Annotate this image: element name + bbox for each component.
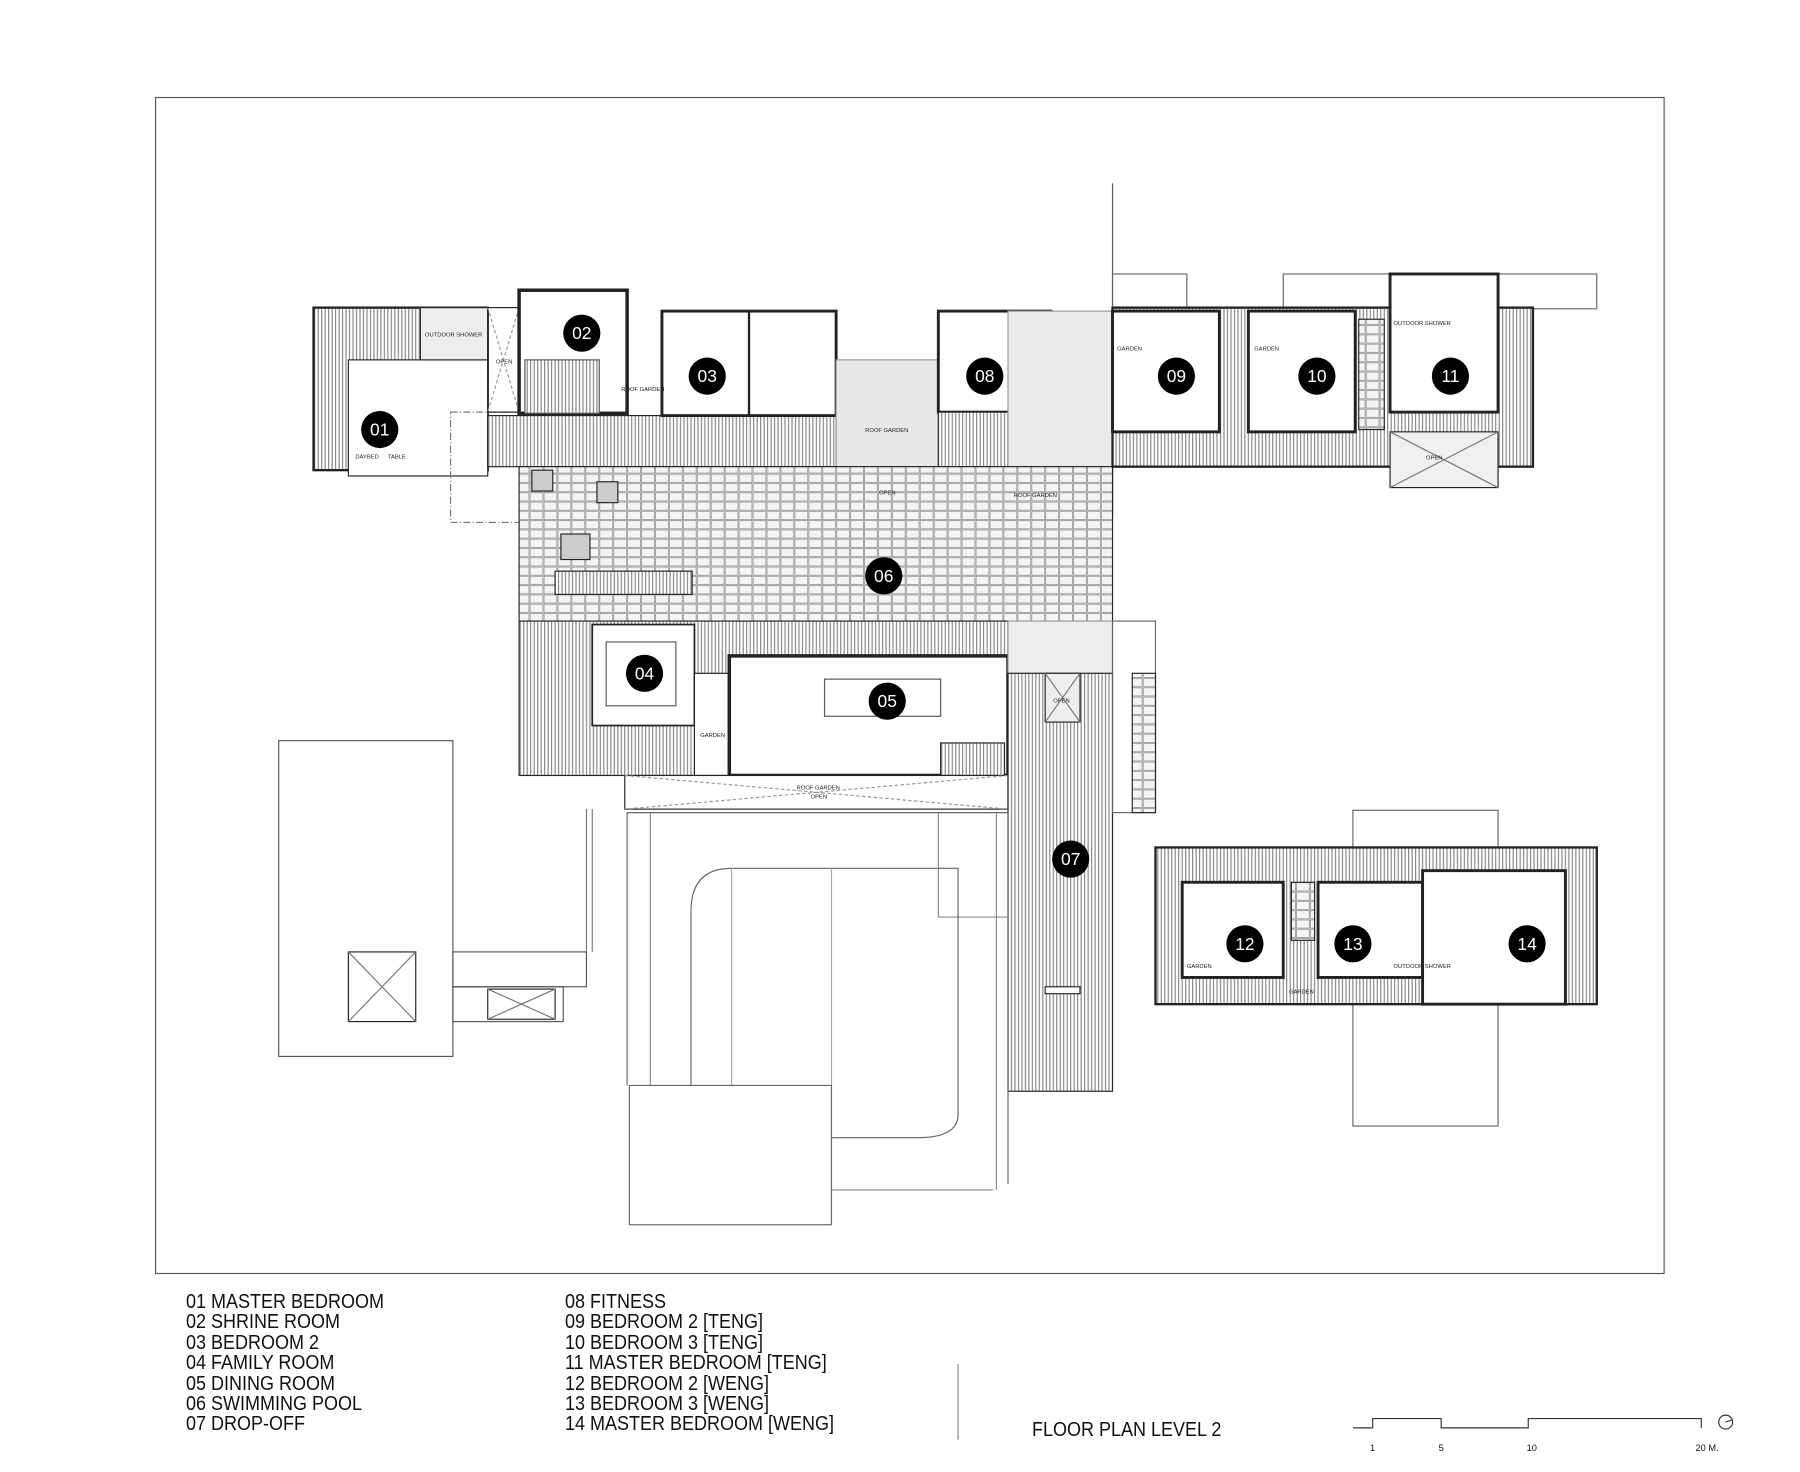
legend-item: 05 DINING ROOM [186,1372,336,1395]
room-number: 10 [1307,366,1326,386]
room-number: 13 [1343,934,1362,954]
scale-tick: 20 M. [1696,1443,1719,1453]
drop-off-deck [1007,672,1114,1092]
legend-item: 04 FAMILY ROOM [186,1352,335,1375]
label-outdoor-shower: OUTDOOR SHOWER [1394,964,1451,970]
drawing-title: FLOOR PLAN LEVEL 2 [1032,1419,1222,1441]
room-number: 08 [975,366,994,386]
legend-item: 03 BEDROOM 2 [186,1331,320,1354]
room-marker [625,654,664,692]
room-number: 09 [1167,366,1186,386]
room-number: 05 [878,691,897,711]
label-open: OPEN [1053,698,1069,704]
legend-item: 12 BEDROOM 2 [WENG] [565,1372,770,1395]
label-open: OPEN [1426,456,1442,462]
legend-item: 07 DROP-OFF [186,1413,306,1436]
scale-tick: 1 [1370,1443,1375,1453]
room-marker [563,314,601,352]
label-garden: GARDEN [700,733,725,739]
room-number: 03 [698,366,717,386]
room-marker [1298,357,1336,395]
room-number: 12 [1235,934,1254,954]
legend-item: 01 MASTER BEDROOM [186,1291,385,1313]
room-number: 02 [572,323,591,343]
room-marker [1226,925,1264,963]
room-marker [868,682,906,720]
label-roof-garden: ROOF GARDEN [1014,493,1057,499]
room-marker [1431,357,1470,395]
label-roof-garden: ROOF GARDEN [797,785,840,791]
label-outdoor-shower: OUTDOOR SHOWER [425,333,482,339]
room-marker [688,357,726,395]
room-number: 06 [874,566,893,586]
label-garden: GARDEN [1289,990,1314,996]
room-number: 04 [635,663,655,683]
legend-column-2: 08 FITNESS 09 BEDROOM 2 [TENG] 10 BEDROO… [565,1292,834,1435]
legend-item: 06 SWIMMING POOL [186,1393,363,1416]
label-roof-garden: ROOF GARDEN [621,387,664,393]
drawing-frame [155,96,1665,1275]
legend-item: 13 BEDROOM 3 [WENG] [565,1393,770,1416]
room-marker [1157,357,1195,395]
scale-tick: 5 [1439,1443,1444,1453]
label-open: OPEN [496,359,512,365]
scale-tick: 10 [1527,1443,1537,1453]
label-open: OPEN [879,491,895,497]
legend-item: 09 BEDROOM 2 [TENG] [565,1311,764,1334]
room-number: 01 [370,420,389,440]
room-marker [361,410,399,449]
room-marker [1334,925,1372,963]
legend-item: 14 MASTER BEDROOM [WENG] [565,1413,835,1436]
label-open: OPEN [811,795,827,801]
label-outdoor-shower: OUTDOOR SHOWER [1394,321,1451,327]
legend-item: 02 SHRINE ROOM [186,1311,341,1334]
room-number: 14 [1517,934,1537,954]
room-marker [966,357,1004,395]
legend-column-1: 01 MASTER BEDROOM 02 SHRINE ROOM 03 BEDR… [186,1292,384,1435]
room-number: 07 [1061,849,1080,869]
label-table: TABLE [388,455,406,461]
room-marker [1508,925,1546,963]
corridor-deck [487,415,837,468]
legend-item: 10 BEDROOM 3 [TENG] [565,1331,764,1354]
label-roof-garden: ROOF GARDEN [865,428,908,434]
label-garden: GARDEN [1187,964,1212,970]
legend-item: 08 FITNESS [565,1291,667,1313]
room-marker [865,557,903,595]
label-daybed: DAYBED [355,455,378,461]
scale-bar [1352,1418,1702,1429]
legend-item: 11 MASTER BEDROOM [TENG] [565,1352,827,1375]
room-number: 11 [1441,366,1459,386]
room-marker [1052,840,1090,878]
north-arrow-icon [1718,1414,1734,1430]
label-garden: GARDEN [1254,347,1279,353]
label-garden: GARDEN [1117,347,1142,353]
